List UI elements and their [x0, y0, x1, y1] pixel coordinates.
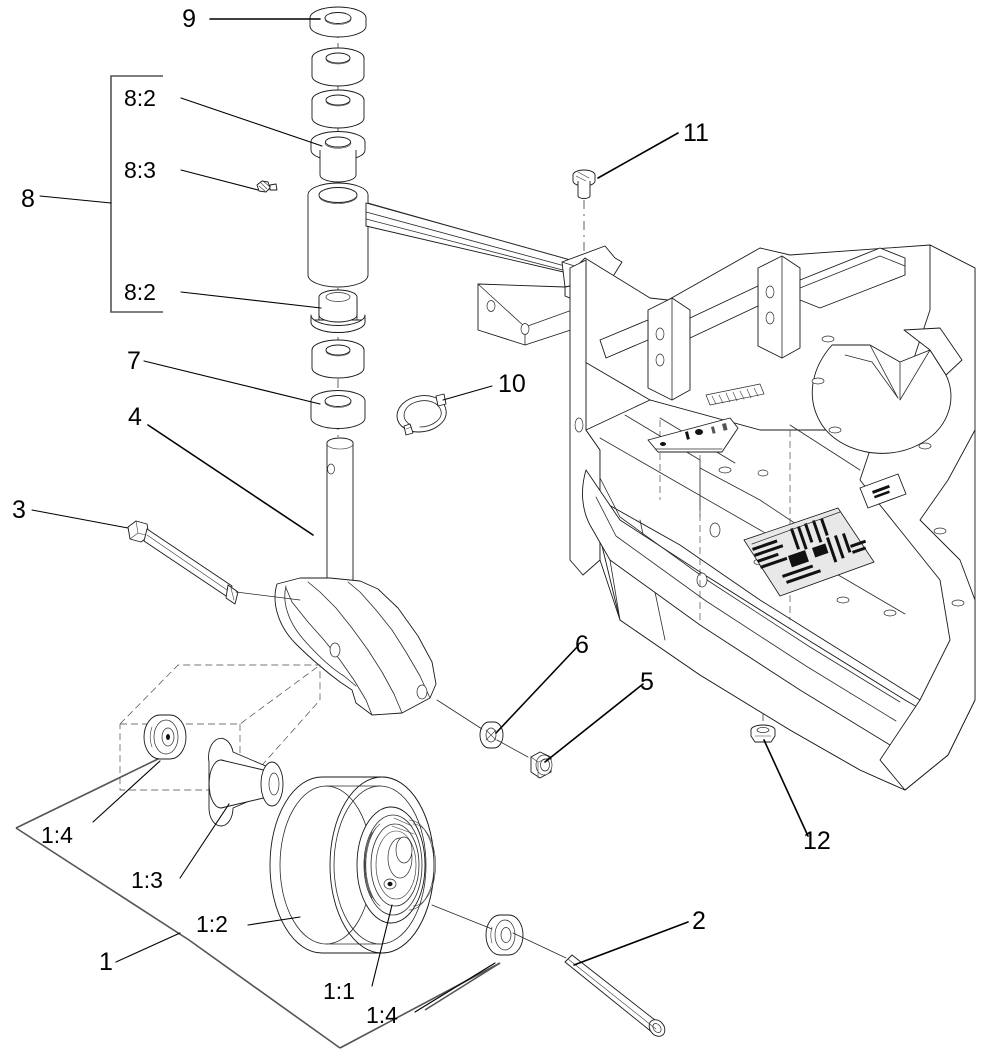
callout-8-2b: 8:2 [124, 279, 156, 305]
part-1-1-wheel-hub [356, 806, 436, 924]
callout-1-4a: 1:4 [41, 822, 73, 848]
callout-4: 4 [128, 403, 142, 431]
part-8-caster-tube-housing [307, 182, 369, 288]
callout-1: 1 [99, 948, 113, 976]
part-3-hex-bolt [127, 520, 301, 605]
group-bracket-8 [110, 75, 163, 313]
deck-vent-hatch [705, 383, 765, 406]
decal-warning [743, 507, 875, 597]
callout-9: 9 [182, 5, 196, 33]
deck-spindle-opening [811, 327, 963, 454]
callout-1-3: 1:3 [131, 867, 163, 893]
part-5-hex-lock-nut [530, 751, 553, 779]
callout-1-4b: 1:4 [366, 1002, 398, 1028]
callout-7: 7 [127, 347, 141, 375]
callout-1-2: 1:2 [196, 911, 228, 937]
leader-lines [31, 18, 809, 1013]
part-8-2-flanged-bushing-upper [310, 131, 366, 183]
callout-8: 8 [21, 185, 35, 213]
part-10-lynch-pin [396, 393, 447, 436]
part-11-carriage-bolt [572, 169, 596, 199]
decal-cutting-height [647, 417, 739, 453]
part-spacer-lower-1 [311, 339, 365, 379]
callout-12: 12 [803, 827, 831, 855]
callout-3: 3 [12, 496, 26, 524]
part-8-2-flanged-bushing-lower [310, 289, 366, 333]
part-8-3-grease-fitting [256, 180, 278, 193]
part-spacer-upper-1 [311, 47, 365, 87]
part-4-caster-fork [274, 437, 437, 716]
part-9-flat-washer [309, 6, 367, 38]
mower-deck [569, 244, 976, 791]
group-bracket-1 [15, 757, 501, 1049]
deck-rear-brackets [599, 247, 906, 401]
part-1-4-bearing-right [431, 904, 524, 956]
part-12-flange-nut [750, 724, 776, 743]
caster-arm-stack [256, 6, 369, 429]
callout-8-3: 8:3 [124, 157, 156, 183]
callout-1-1: 1:1 [323, 978, 355, 1004]
part-spacer-upper-2 [311, 89, 365, 129]
decal-model-label [859, 473, 907, 509]
callout-8-2a: 8:2 [124, 85, 156, 111]
callout-6: 6 [575, 631, 589, 659]
part-1-3-wheel-spacer [208, 737, 284, 827]
callout-labels: 9 8:2 8:3 8 8:2 7 4 3 10 11 6 5 12 2 1:4… [12, 5, 831, 1028]
callout-10: 10 [498, 370, 526, 398]
part-2-axle-spacer [512, 932, 666, 1037]
callout-11: 11 [683, 119, 709, 147]
part-7-thrust-washer [310, 390, 366, 429]
callout-2: 2 [692, 907, 706, 935]
part-1-4-bearing-left [143, 714, 187, 760]
part-6-flat-washer [436, 699, 529, 758]
callout-5: 5 [640, 668, 654, 696]
